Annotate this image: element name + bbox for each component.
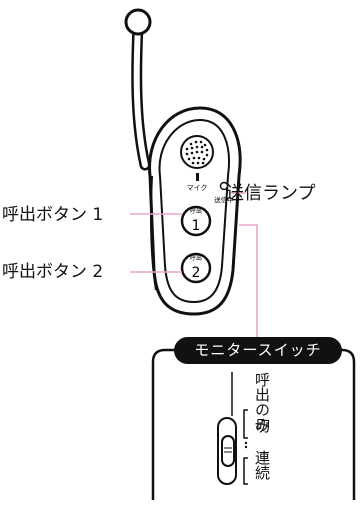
bracket-call-out: [243, 409, 248, 439]
send-indicator-lamp: [219, 181, 229, 191]
monitor-switch-title: モニタースイッチ: [174, 337, 342, 364]
leader-lines: [130, 192, 258, 338]
mic-hole: [196, 173, 199, 181]
mic-grille: [180, 135, 214, 169]
send-lamp-callout: 送信ランプ: [226, 183, 316, 204]
call-button-1-number: 1: [192, 218, 201, 234]
mic-label: マイク: [187, 184, 208, 192]
call-button-1-caption: 呼出: [190, 207, 202, 215]
switch-position-continuous: 連続: [253, 450, 271, 480]
switch-position-off: 切: [253, 418, 271, 433]
leader-monitor-switch: [239, 224, 258, 338]
antenna: [124, 8, 152, 171]
monitor-switch-knob[interactable]: [221, 435, 235, 467]
bracket-continuous: [243, 457, 248, 485]
call-button-2-number: 2: [192, 265, 201, 281]
switch-position-call-out: 呼出のみ: [253, 372, 271, 432]
call-button-1-callout: 呼出ボタン 1: [2, 205, 104, 225]
call-button-2-caption: 呼出: [190, 254, 202, 262]
call-button-2-callout: 呼出ボタン 2: [2, 262, 104, 282]
call-button-1[interactable]: 呼出 1: [180, 205, 212, 237]
send-indicator-label: 送信中: [214, 195, 234, 204]
call-button-2[interactable]: 呼出 2: [180, 252, 212, 284]
